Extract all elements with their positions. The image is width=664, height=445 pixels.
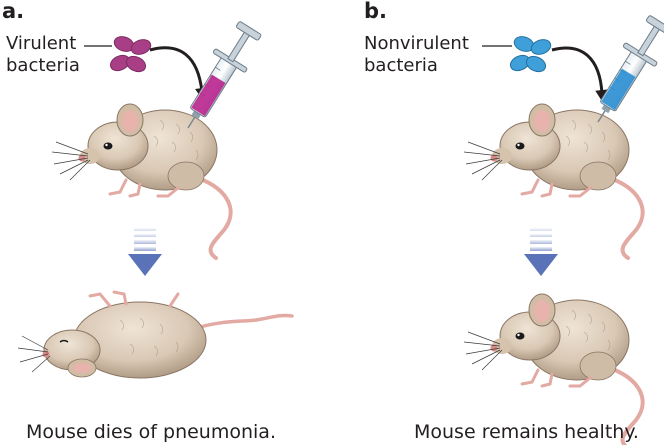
dead-mouse-icon — [16, 290, 294, 380]
syringe-icon — [581, 11, 664, 133]
curved-arrow-icon — [149, 46, 204, 93]
syringe-icon — [171, 17, 268, 139]
panel-a — [16, 17, 294, 380]
nonvirulent-label-line1: Nonvirulent — [364, 33, 469, 54]
panel-b-label: b. — [364, 0, 388, 23]
virulent-bacteria-icon — [109, 36, 152, 73]
panel-a-caption: Mouse dies of pneumonia. — [26, 421, 276, 443]
nonvirulent-bacteria-icon — [509, 36, 552, 73]
panel-b-caption: Mouse remains healthy. — [414, 421, 639, 443]
panel-b — [462, 11, 664, 445]
down-arrow-icon — [128, 228, 162, 276]
mouse-icon — [462, 102, 645, 260]
nonvirulent-label-line2: bacteria — [364, 55, 438, 76]
virulent-label-line2: bacteria — [6, 55, 80, 76]
down-arrow-icon — [524, 228, 558, 276]
virulent-label-line1: Virulent — [6, 33, 77, 54]
curved-arrow-icon — [551, 46, 604, 95]
panel-a-label: a. — [2, 0, 25, 23]
